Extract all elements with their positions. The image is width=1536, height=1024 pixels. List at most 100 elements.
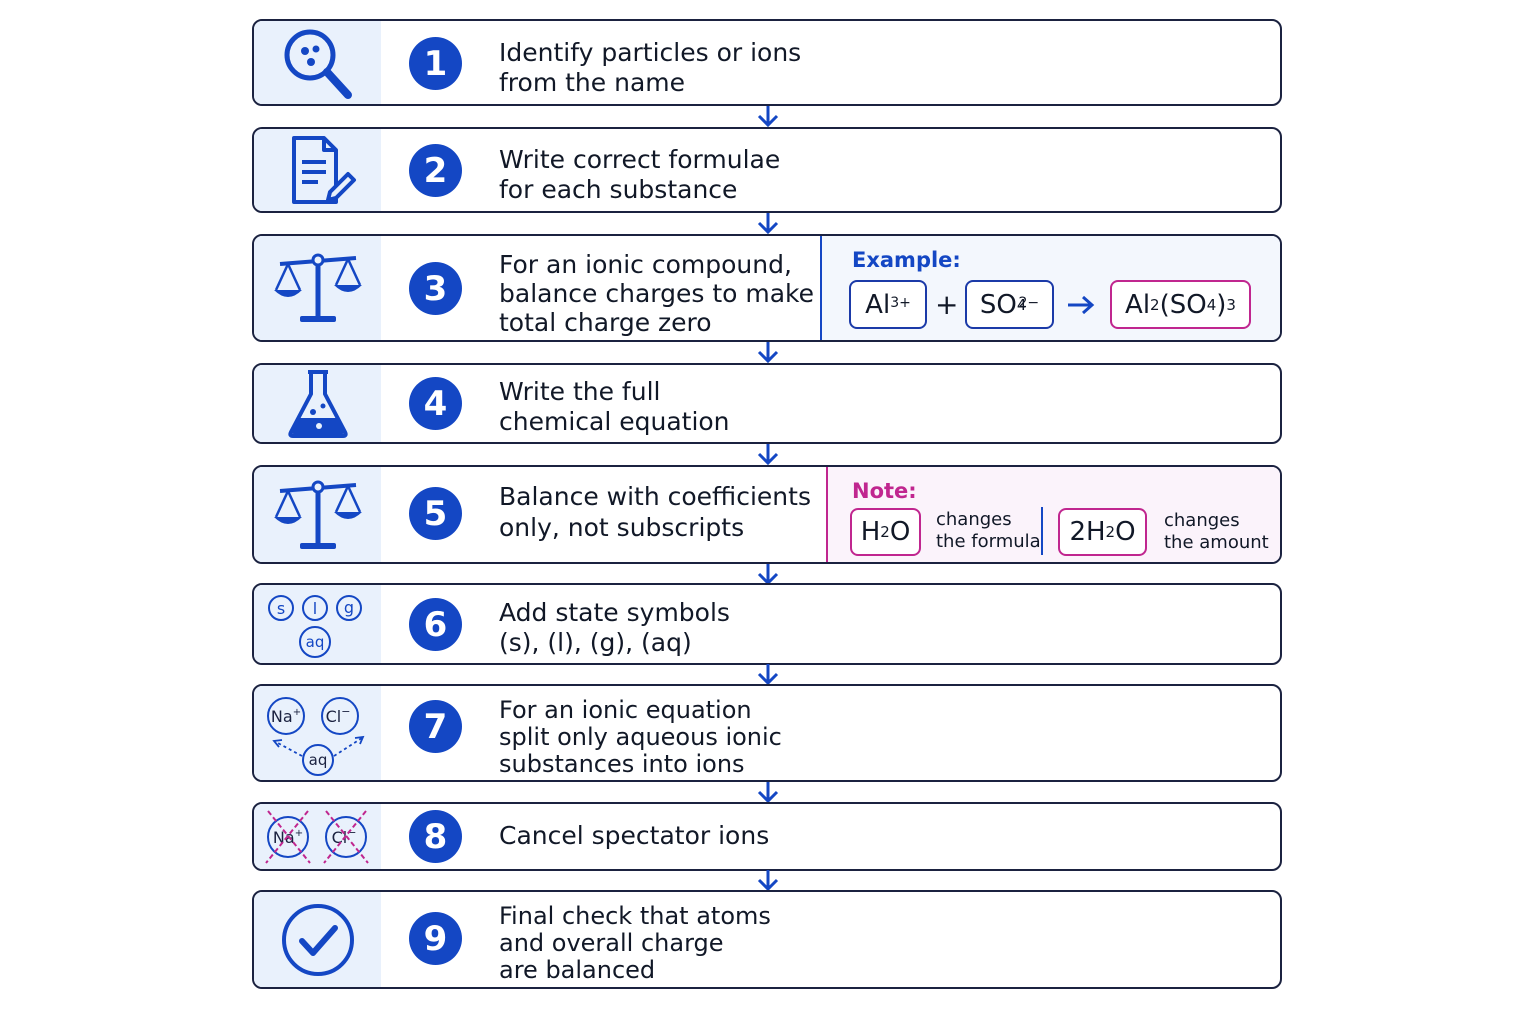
state-l-label: l xyxy=(312,599,316,618)
flask-icon xyxy=(287,369,348,438)
connector-arrow-1 xyxy=(757,106,779,128)
ion-al-charge: 3+ xyxy=(890,294,911,311)
note-divider xyxy=(1041,507,1043,555)
step-3-line-2: balance charges to make xyxy=(499,279,815,308)
svg-text:Cl−: Cl− xyxy=(325,705,350,726)
step-9-icon-panel xyxy=(254,892,381,987)
product-paren: ) xyxy=(1216,289,1227,320)
state-symbols-icon: s l g aq xyxy=(267,595,362,658)
step-8-card: Na+ Cl− 8 Cancel spectator ions xyxy=(252,802,1282,871)
step-2-text: Write correct formulae for each substanc… xyxy=(499,145,780,205)
step-2-line-2: for each substance xyxy=(499,175,738,204)
step-7-icon-panel: Na+ Cl− aq xyxy=(254,686,381,780)
step-4-icon-panel xyxy=(254,365,381,442)
example-plus: + xyxy=(935,288,959,321)
na-charge: + xyxy=(292,707,300,718)
step-1-card: 1 Identify particles or ions from the na… xyxy=(252,19,1282,106)
product-al-subscript: 2 xyxy=(1150,295,1160,314)
step-3-icon-panel xyxy=(254,236,381,340)
step-9-number: 9 xyxy=(409,912,462,965)
product-paren-subscript: 3 xyxy=(1226,295,1236,314)
example-label: Example: xyxy=(852,248,961,272)
step-6-line-2: (s), (l), (g), (aq) xyxy=(499,628,692,657)
magnifier-icon xyxy=(284,29,352,99)
step-3-number: 3 xyxy=(409,262,462,315)
step-3-text: For an ionic compound, balance charges t… xyxy=(499,250,814,337)
step-5-line-2: only, not subscripts xyxy=(499,513,745,542)
step-1-line-1: Identify particles or ions xyxy=(499,38,802,67)
step-8-text: Cancel spectator ions xyxy=(499,821,769,851)
step-4-text: Write the full chemical equation xyxy=(499,377,730,437)
note-desc-2-line-2: the amount xyxy=(1164,532,1269,553)
step-6-line-1: Add state symbols xyxy=(499,598,730,627)
connector-arrow-3 xyxy=(757,342,779,364)
step-4-card: 4 Write the full chemical equation xyxy=(252,363,1282,444)
crossed-na-charge: + xyxy=(294,828,302,839)
balance-scale-icon xyxy=(273,480,362,549)
step-9-text: Final check that atoms and overall charg… xyxy=(499,903,771,984)
note-desc-2-line-1: changes xyxy=(1164,510,1240,531)
crossed-ions-icon: Na+ Cl− xyxy=(264,809,369,864)
step-4-number: 4 xyxy=(409,377,462,430)
step-6-card: s l g aq 6 Add state symbols (s), (l), (… xyxy=(252,583,1282,665)
svg-text:Na+: Na+ xyxy=(272,828,302,847)
step-9-line-3: are balanced xyxy=(499,956,656,984)
2h2o-h: 2H xyxy=(1069,517,1106,547)
ion-sulfate-symbol: SO xyxy=(979,289,1017,320)
product-al: Al xyxy=(1125,289,1151,320)
product-so-subscript: 4 xyxy=(1206,295,1217,314)
h2o-o: O xyxy=(889,517,911,547)
document-pencil-icon xyxy=(291,136,356,204)
note-desc-2: changes the amount xyxy=(1164,510,1269,554)
h2o-subscript: 2 xyxy=(880,523,890,541)
step-5-icon-panel xyxy=(254,467,381,562)
crossed-cl-charge: − xyxy=(347,826,356,839)
step-2-icon-panel xyxy=(254,129,381,211)
svg-text:Na+: Na+ xyxy=(270,707,300,726)
step-7-line-1: For an ionic equation xyxy=(499,696,752,724)
step-5-text: Balance with coefficients only, not subs… xyxy=(499,481,811,543)
step-6-number: 6 xyxy=(409,598,462,651)
ion-al-symbol: Al xyxy=(865,289,891,320)
cl-label: Cl xyxy=(325,707,341,726)
connector-arrow-6 xyxy=(757,664,779,686)
balance-scale-icon xyxy=(273,253,362,322)
step-2-number: 2 xyxy=(409,144,462,197)
na-label: Na xyxy=(270,707,292,726)
step-7-line-3: substances into ions xyxy=(499,750,745,778)
step-7-text: For an ionic equation split only aqueous… xyxy=(499,697,782,778)
step-6-text: Add state symbols (s), (l), (g), (aq) xyxy=(499,598,730,658)
step-1-text: Identify particles or ions from the name xyxy=(499,38,801,98)
state-aq-label: aq xyxy=(305,633,324,651)
step-8-line-1: Cancel spectator ions xyxy=(499,821,770,850)
step-9-card: 9 Final check that atoms and overall cha… xyxy=(252,890,1282,989)
note-desc-1: changes the formula xyxy=(936,509,1041,553)
connector-arrow-2 xyxy=(757,213,779,235)
connector-arrow-8 xyxy=(757,870,779,892)
step-3-card: 3 For an ionic compound, balance charges… xyxy=(252,234,1282,342)
step-7-card: Na+ Cl− aq 7 For an ionic equation split… xyxy=(252,684,1282,782)
state-g-label: g xyxy=(343,598,353,617)
example-arrow-icon xyxy=(1068,295,1095,315)
ion-sulfate-subscript: 4 xyxy=(1016,295,1027,314)
step-1-number: 1 xyxy=(409,37,462,90)
note-desc-1-line-2: the formula xyxy=(936,531,1041,552)
step-5-number: 5 xyxy=(409,487,462,540)
connector-arrow-7 xyxy=(757,782,779,804)
step-8-number: 8 xyxy=(409,810,462,863)
step-1-icon-panel xyxy=(254,21,381,104)
step-2-line-1: Write correct formulae xyxy=(499,145,781,174)
2h2o-subscript: 2 xyxy=(1105,523,1116,541)
note-label: Note: xyxy=(852,479,917,503)
step-5-line-1: Balance with coefficients xyxy=(499,482,811,511)
step-4-line-1: Write the full xyxy=(499,377,661,406)
state-s-label: s xyxy=(276,599,284,618)
step-3-line-3: total charge zero xyxy=(499,308,712,337)
check-circle-icon xyxy=(281,903,354,976)
step-6-icon-panel: s l g aq xyxy=(254,585,381,663)
